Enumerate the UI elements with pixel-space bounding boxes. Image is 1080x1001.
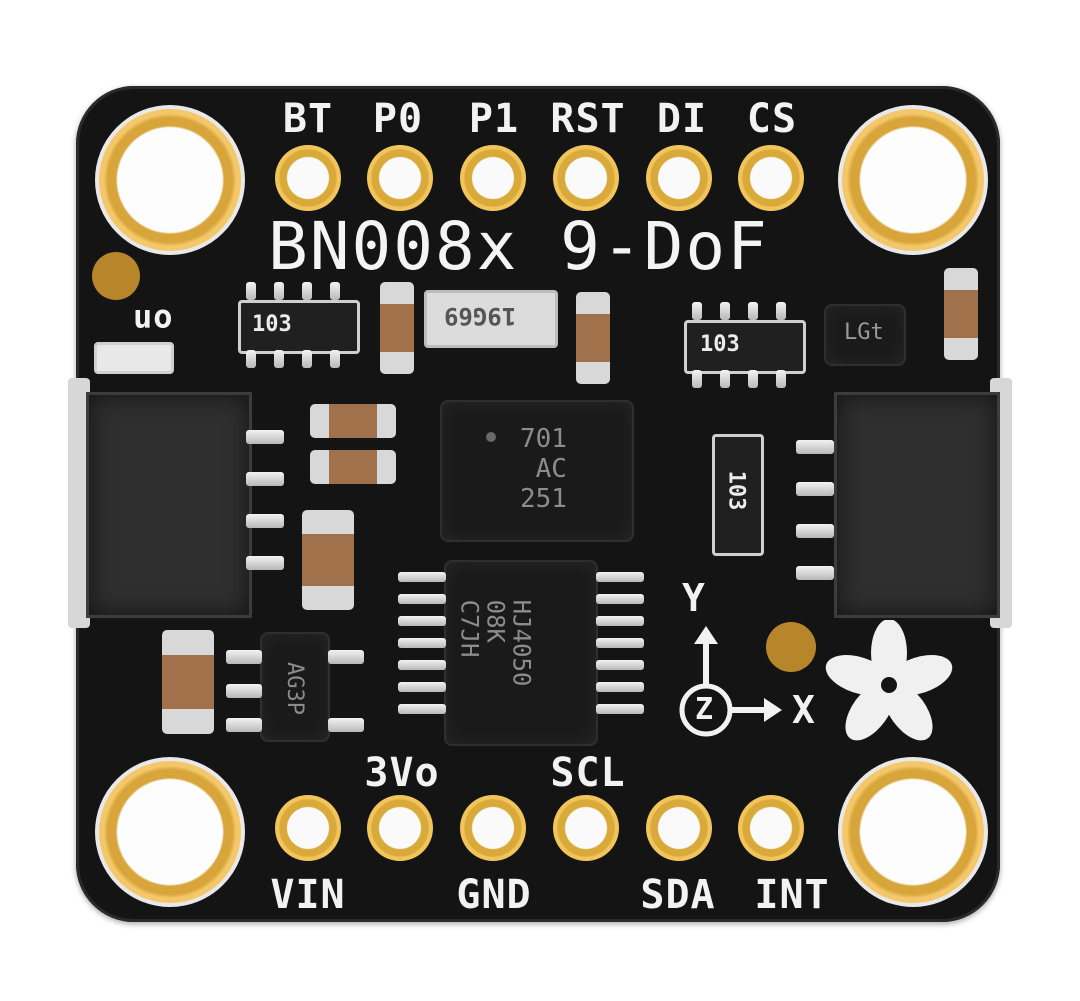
led-pad — [92, 252, 140, 300]
pin-vin — [275, 795, 341, 861]
power-led — [94, 342, 174, 374]
led-label: on — [132, 302, 173, 340]
pin-label-gnd: GND — [456, 872, 532, 918]
axis-z-label: Z — [695, 692, 715, 727]
axis-diagram — [679, 626, 782, 737]
small-chip-label: LGt — [844, 320, 884, 345]
board-title: BN008x 9-DoF — [268, 208, 769, 285]
stemma-connector-left — [86, 392, 252, 618]
small-chip — [826, 306, 904, 364]
bridge-chip — [446, 562, 596, 744]
pin-label-scl: SCL — [550, 750, 626, 796]
mounting-hole-bottom-right — [838, 757, 988, 907]
pin-label-int: INT — [754, 872, 830, 918]
resistor-array-vertical — [712, 434, 764, 556]
pin-label-vin: VIN — [270, 872, 346, 918]
left-connector-edge — [68, 378, 90, 628]
resistor-array-right — [684, 320, 806, 374]
bridge-chip-label: HJ4050 08K C7JH — [455, 599, 536, 687]
pin-label-p0: P0 — [372, 96, 424, 142]
sensor-chip-label: 701 AC 251 — [520, 424, 567, 514]
pin-cs — [738, 145, 804, 211]
pin-p1 — [460, 145, 526, 211]
pin-p0 — [367, 145, 433, 211]
fiducial-pad — [766, 622, 816, 672]
pin-di — [646, 145, 712, 211]
bno085-sensor-chip — [442, 402, 632, 540]
mounting-hole-top-left — [95, 105, 245, 255]
mounting-hole-top-right — [838, 105, 988, 255]
capacitor-mid-1 — [310, 404, 396, 438]
resistor-array-left — [238, 300, 360, 354]
pin-sda — [646, 795, 712, 861]
adafruit-flower-logo — [825, 620, 953, 741]
resistor-array-left-label: 103 — [252, 312, 292, 337]
resistor-array-right-label: 103 — [700, 332, 740, 357]
pin-label-sda: SDA — [640, 872, 716, 918]
axis-x-label: X — [792, 688, 816, 732]
mounting-hole-bottom-left — [95, 757, 245, 907]
pin-bt — [275, 145, 341, 211]
pin-label-rst: RST — [550, 96, 626, 142]
pin1-dot — [486, 432, 496, 442]
pin-3vo — [367, 795, 433, 861]
pin-gnd — [460, 795, 526, 861]
resistor-array-vertical-label: 103 — [723, 470, 749, 511]
capacitor-mid-3 — [302, 510, 354, 610]
pin-scl — [553, 795, 619, 861]
crystal — [424, 290, 558, 348]
pin-label-bt: BT — [282, 96, 334, 142]
capacitor-top-2 — [576, 292, 610, 384]
pin-rst — [553, 145, 619, 211]
pin-label-di: DI — [656, 96, 708, 142]
capacitor-bottom-left — [162, 630, 214, 734]
capacitor-mid-2 — [310, 450, 396, 484]
voltage-regulator — [262, 634, 328, 740]
axis-y-label: Y — [682, 576, 706, 620]
pin-label-p1: P1 — [468, 96, 520, 142]
regulator-label: AG3P — [281, 662, 307, 715]
crystal-label: 19G69 — [444, 302, 517, 330]
pin-label-cs: CS — [746, 96, 798, 142]
pin-label-3vo: 3Vo — [364, 750, 440, 796]
capacitor-top-1 — [380, 282, 414, 374]
stemma-connector-right — [834, 392, 1000, 618]
capacitor-top-3 — [944, 268, 978, 360]
pin-int — [738, 795, 804, 861]
